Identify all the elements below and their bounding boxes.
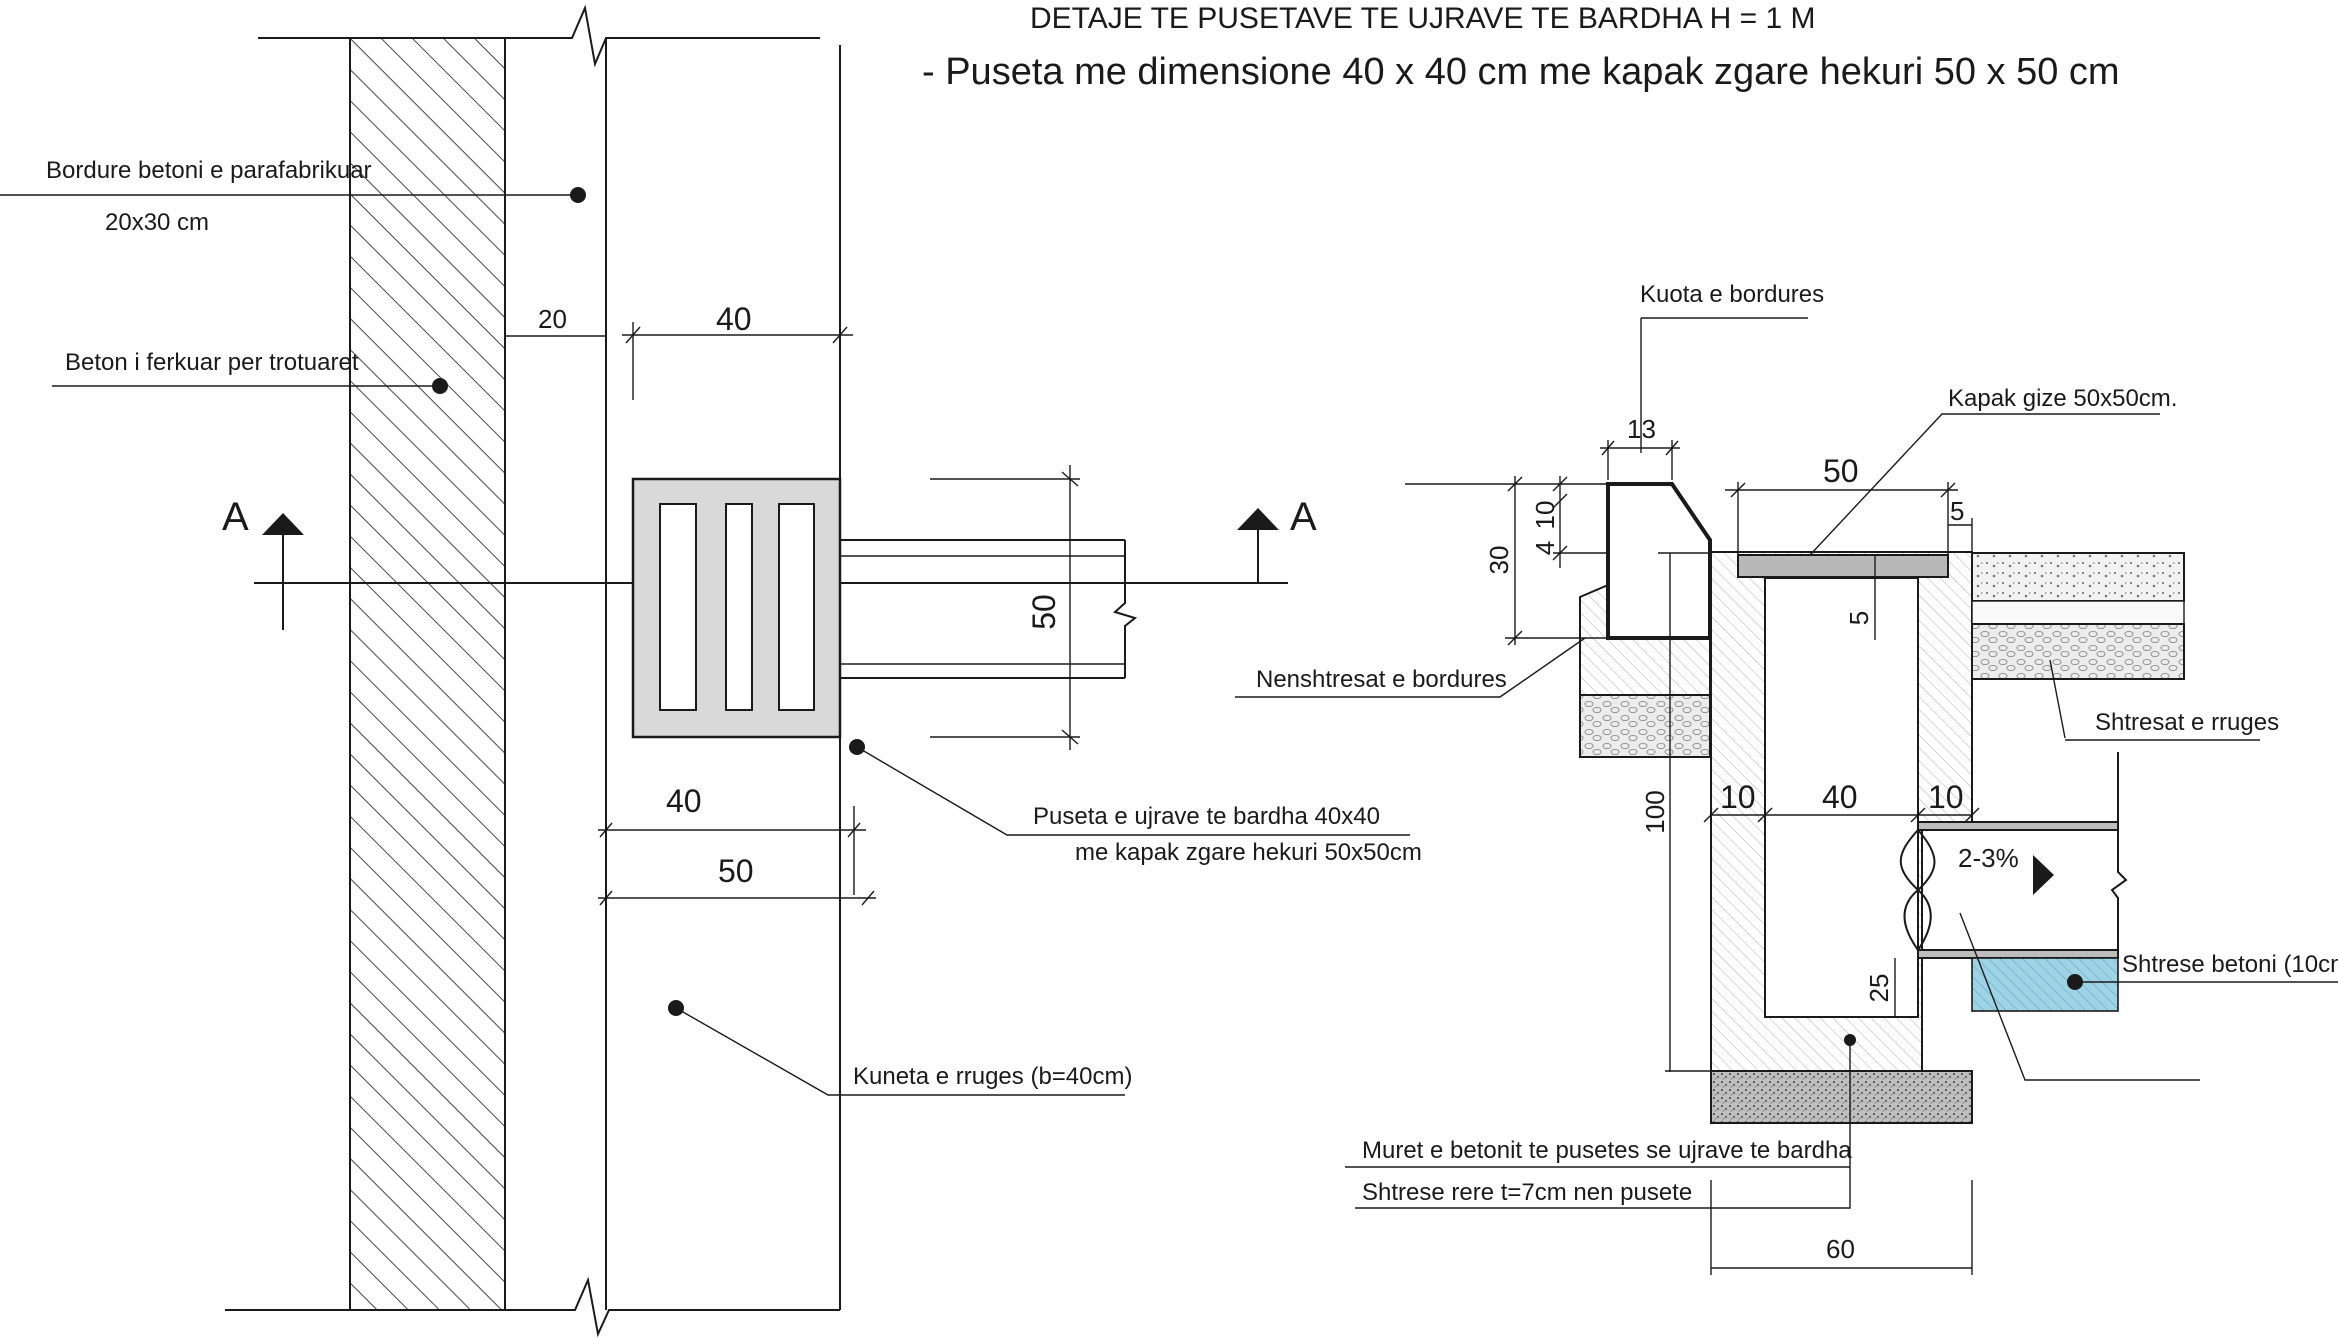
pipe-bottom-wall bbox=[1917, 949, 2119, 959]
cast-iron-cover bbox=[1737, 554, 1949, 578]
label-kapak: Kapak gize 50x50cm. bbox=[1948, 385, 2177, 412]
dim-25-text: 25 bbox=[1864, 974, 1894, 1003]
dim-10-right-text: 10 bbox=[1928, 779, 1964, 815]
leader-puseta bbox=[856, 746, 1410, 836]
dim-40-top-text: 40 bbox=[716, 301, 752, 337]
leader-shtrese-betoni-dot bbox=[2067, 974, 2083, 990]
leader-shtresat-rruges bbox=[2049, 659, 2066, 739]
dim-50-tick-bottom bbox=[1061, 729, 1079, 745]
dim-50-bottom-tick-right bbox=[861, 890, 875, 906]
label-puseta-line2: me kapak zgare hekuri 50x50cm bbox=[1075, 839, 1422, 866]
dim-100-text: 100 bbox=[1640, 790, 1670, 833]
label-beton: Beton i ferkuar per trotuaret bbox=[65, 349, 359, 376]
section-mark-left: A bbox=[222, 495, 249, 539]
manhole-inner-void bbox=[1766, 579, 1917, 1016]
leader-kuneta-dot bbox=[668, 1000, 684, 1016]
dim-4-10-tick-2 bbox=[1552, 493, 1568, 509]
label-muret: Muret e betonit te pusetes se ujrave te … bbox=[1362, 1137, 1852, 1164]
road-gravel-layer bbox=[1971, 623, 2185, 680]
leader-bordure-dot bbox=[570, 187, 586, 203]
dim-40-bottom-tick-r2 bbox=[847, 822, 861, 838]
section-arrow-right bbox=[1237, 508, 1279, 530]
label-shtrese-betoni: Shtrese betoni (10cm) bbox=[2122, 951, 2338, 978]
dim-5-top-text: 5 bbox=[1950, 496, 1964, 526]
drawing-title: DETAJE TE PUSETAVE TE UJRAVE TE BARDHA H… bbox=[1030, 2, 1815, 35]
leader-muret-dot bbox=[1844, 1034, 1856, 1046]
curb-gravel-layer bbox=[1579, 694, 1711, 758]
dim-30-tick-top bbox=[1507, 476, 1523, 492]
grate-slot-3 bbox=[778, 503, 815, 711]
dim-50-cover-tick-left bbox=[1730, 482, 1746, 498]
dim-13-tick-right bbox=[1665, 440, 1679, 456]
dim-13-text: 13 bbox=[1627, 414, 1656, 444]
plan-top-break-line bbox=[258, 4, 820, 68]
dim-50-bottom-text: 50 bbox=[718, 853, 754, 889]
dim-40-text: 40 bbox=[1822, 779, 1858, 815]
dim-10-small-text: 10 bbox=[1530, 501, 1560, 530]
concrete-layer-blue bbox=[1971, 957, 2119, 1012]
dim-13-tick-left bbox=[1601, 440, 1615, 456]
dim-50-bottom-tick-left bbox=[599, 890, 613, 906]
dim-40-top-tick-right bbox=[832, 326, 848, 344]
dim-4-text: 4 bbox=[1530, 541, 1560, 555]
drawing-subtitle: - Puseta me dimensione 40 x 40 cm me kap… bbox=[922, 51, 2120, 93]
dim-40-bottom-tick-l2 bbox=[599, 822, 613, 838]
dim-row-tick-3 bbox=[1910, 807, 1926, 823]
pipe-right-break bbox=[2110, 752, 2128, 950]
dim-50-tick-top bbox=[1061, 471, 1079, 487]
outlet-pipe-break bbox=[1113, 540, 1138, 678]
dim-row-tick-4 bbox=[1964, 807, 1980, 823]
section-view: 2-3% 13 30 10 4 50 5 bbox=[1235, 281, 2338, 1275]
leader-nenshtresat bbox=[1235, 637, 1586, 698]
curb-section bbox=[1606, 482, 1712, 640]
road-asphalt-layer bbox=[1971, 552, 2185, 602]
leader-beton-dot bbox=[432, 378, 448, 394]
label-nenshtresat: Nenshtresat e bordures bbox=[1256, 666, 1507, 693]
leader-kapak bbox=[1809, 413, 2160, 556]
label-bordure-line2: 20x30 cm bbox=[105, 209, 209, 236]
leader-puseta-dot bbox=[849, 739, 865, 755]
grate-slot-1 bbox=[659, 503, 697, 711]
dim-10-left-text: 10 bbox=[1720, 779, 1756, 815]
plan-view: A A 20 40 50 bbox=[0, 4, 1422, 1338]
sand-layer bbox=[1710, 1070, 1973, 1124]
slope-arrow bbox=[2033, 855, 2054, 895]
dim-50-side-text: 50 bbox=[1026, 594, 1062, 630]
road-base-layer bbox=[1971, 600, 2185, 625]
leader-muret bbox=[1355, 1040, 1851, 1209]
slope-text: 2-3% bbox=[1958, 843, 2019, 873]
dim-row-tick-1 bbox=[1703, 807, 1719, 823]
label-shtrese-rere: Shtrese rere t=7cm nen pusete bbox=[1362, 1179, 1692, 1206]
section-arrow-left bbox=[262, 513, 304, 535]
dim-40-top-tick-left bbox=[625, 326, 641, 344]
pipe-break-curve-2 bbox=[1903, 829, 1936, 951]
dim-20-text: 20 bbox=[538, 304, 567, 334]
pipe-top-wall bbox=[1917, 821, 2119, 831]
dim-60-text: 60 bbox=[1826, 1234, 1855, 1264]
label-kuneta: Kuneta e rruges (b=40cm) bbox=[853, 1063, 1132, 1090]
grate-slot-2 bbox=[725, 503, 753, 711]
section-mark-right: A bbox=[1290, 495, 1317, 539]
label-bordure-line1: Bordure betoni e parafabrikuar bbox=[46, 157, 372, 184]
dim-row-tick-2 bbox=[1757, 807, 1773, 823]
dim-50-cover-text: 50 bbox=[1823, 453, 1859, 489]
label-shtresat-rruges: Shtresat e rruges bbox=[2095, 709, 2279, 736]
dim-40-bottom-text: 40 bbox=[666, 783, 702, 819]
dim-50-cover-tick-right bbox=[1940, 482, 1956, 498]
dim-30-text: 30 bbox=[1484, 546, 1514, 575]
leader-pipe-outlet bbox=[1959, 912, 2200, 1081]
dim-4-10-tick-1 bbox=[1552, 476, 1568, 492]
curb-hatched-strip bbox=[349, 37, 506, 1311]
label-puseta-line1: Puseta e ujrave te bardha 40x40 bbox=[1033, 803, 1380, 830]
leader-kuneta bbox=[675, 1007, 1125, 1096]
dim-5-inner-text: 5 bbox=[1844, 611, 1874, 625]
label-kuota: Kuota e bordures bbox=[1640, 281, 1824, 308]
plan-bottom-break-line bbox=[225, 1276, 840, 1338]
